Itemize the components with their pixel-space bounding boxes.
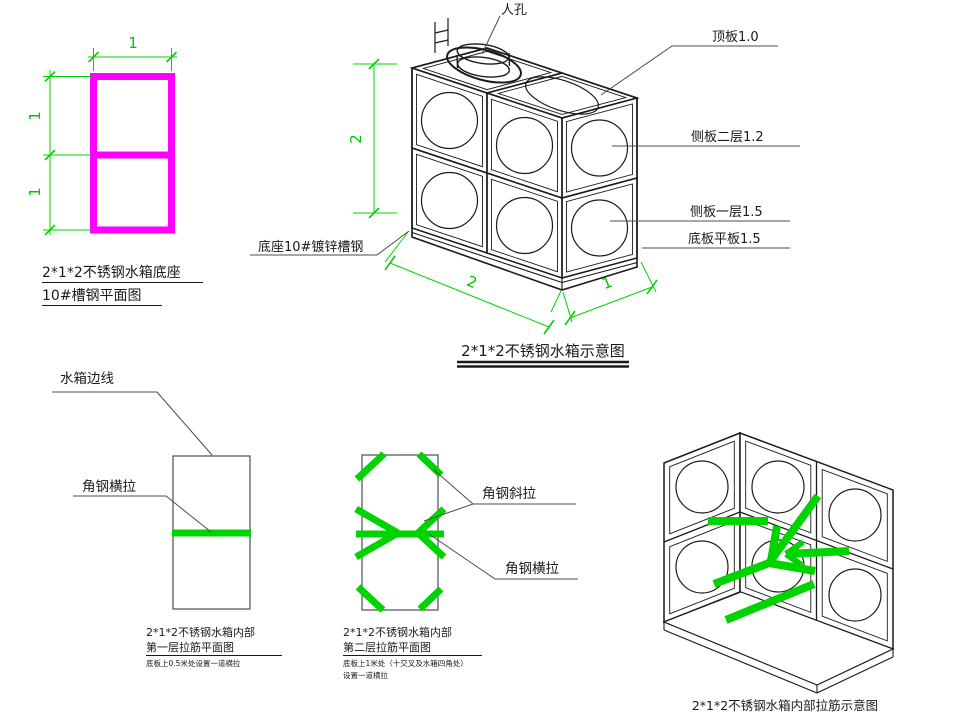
layer1-note: 底板上0.5米处设置一道横拉 xyxy=(146,658,241,668)
floor-thickness xyxy=(663,622,894,694)
leader-tank-edge xyxy=(52,391,213,456)
label-side-layer1: 侧板一层1.5 xyxy=(690,205,763,220)
corner-diagonal-ties xyxy=(354,451,444,613)
dimension-left xyxy=(43,70,91,236)
layer2-caption-line1: 2*1*2不锈钢水箱内部 xyxy=(343,625,452,639)
layer2-note-line1: 底板上1米处（十交叉及水箱四角处） xyxy=(343,658,468,668)
tank-panel-frames xyxy=(416,50,633,273)
dim-label: 1 xyxy=(26,187,44,197)
manhole xyxy=(446,43,522,84)
leader-horizontal-tie xyxy=(73,495,212,533)
dim-label: 1 xyxy=(599,273,614,293)
leader-top-plate xyxy=(600,45,778,96)
dim-label: 1 xyxy=(26,111,44,121)
layer1-caption-line2: 第一层拉筋平面图 xyxy=(146,640,234,654)
figure-layer1-plan: 水箱边线 角钢横拉 2*1*2不锈钢水箱内部 第一层拉筋平面图 底板上0.5米处… xyxy=(52,371,282,668)
layer2-caption-line2: 第二层拉筋平面图 xyxy=(343,640,431,654)
ladder-icon xyxy=(434,18,449,53)
leader-diagonal-tie-lower xyxy=(423,503,474,522)
leader-manhole xyxy=(481,15,501,55)
tank-panels xyxy=(409,47,640,280)
dim-label: 1 xyxy=(128,34,138,52)
label-tank-edge: 水箱边线 xyxy=(60,371,114,387)
interior-caption: 2*1*2不锈钢水箱内部拉筋示意图 xyxy=(692,698,878,713)
dimension-top xyxy=(87,48,178,71)
figure-interior-isometric: 2*1*2不锈钢水箱内部拉筋示意图 xyxy=(662,431,895,713)
leader-base xyxy=(250,230,410,256)
base-plan-caption-line2: 10#槽钢平面图 xyxy=(42,288,142,304)
interior-tie-bars xyxy=(708,493,850,624)
label-base: 底座10#镀锌槽钢 xyxy=(258,239,363,255)
layer2-note-line2: 设置一道横拉 xyxy=(343,670,388,680)
label-top-plate: 顶板1.0 xyxy=(712,30,759,45)
dimension-width xyxy=(562,261,658,326)
figure-layer2-plan: 角钢斜拉 角钢横拉 2*1*2不锈钢水箱内部 第二层拉筋平面图 底板上1米处（十… xyxy=(343,451,578,680)
tank-panel-circles xyxy=(420,76,629,257)
label-diagonal-tie: 角钢斜拉 xyxy=(482,486,536,502)
dimension-height xyxy=(353,58,397,219)
label-manhole: 人孔 xyxy=(501,3,527,18)
dim-label: 2 xyxy=(464,272,479,292)
leader-horizontal-tie xyxy=(428,533,578,580)
layer1-caption-line1: 2*1*2不锈钢水箱内部 xyxy=(146,625,255,639)
tank-caption: 2*1*2不锈钢水箱示意图 xyxy=(461,342,625,360)
base-plan-caption-line1: 2*1*2不锈钢水箱底座 xyxy=(42,265,181,281)
label-bottom-plate: 底板平板1.5 xyxy=(688,231,761,247)
dim-label: 2 xyxy=(347,134,365,144)
label-side-layer2: 侧板二层1.2 xyxy=(691,130,764,145)
middle-tie-group xyxy=(354,505,447,561)
label-horizontal-tie: 角钢横拉 xyxy=(505,561,559,577)
figure-tank-isometric: 2 2 1 人孔 顶板1.0 侧板二层1.2 侧板一层1.5 底板平板1.5 底… xyxy=(250,3,800,368)
figure-base-plan: 1 1 1 2*1*2不锈钢水箱底座 10#槽钢平面图 xyxy=(26,34,203,306)
dimension-length xyxy=(384,231,562,335)
label-horizontal-tie: 角钢横拉 xyxy=(82,479,136,495)
